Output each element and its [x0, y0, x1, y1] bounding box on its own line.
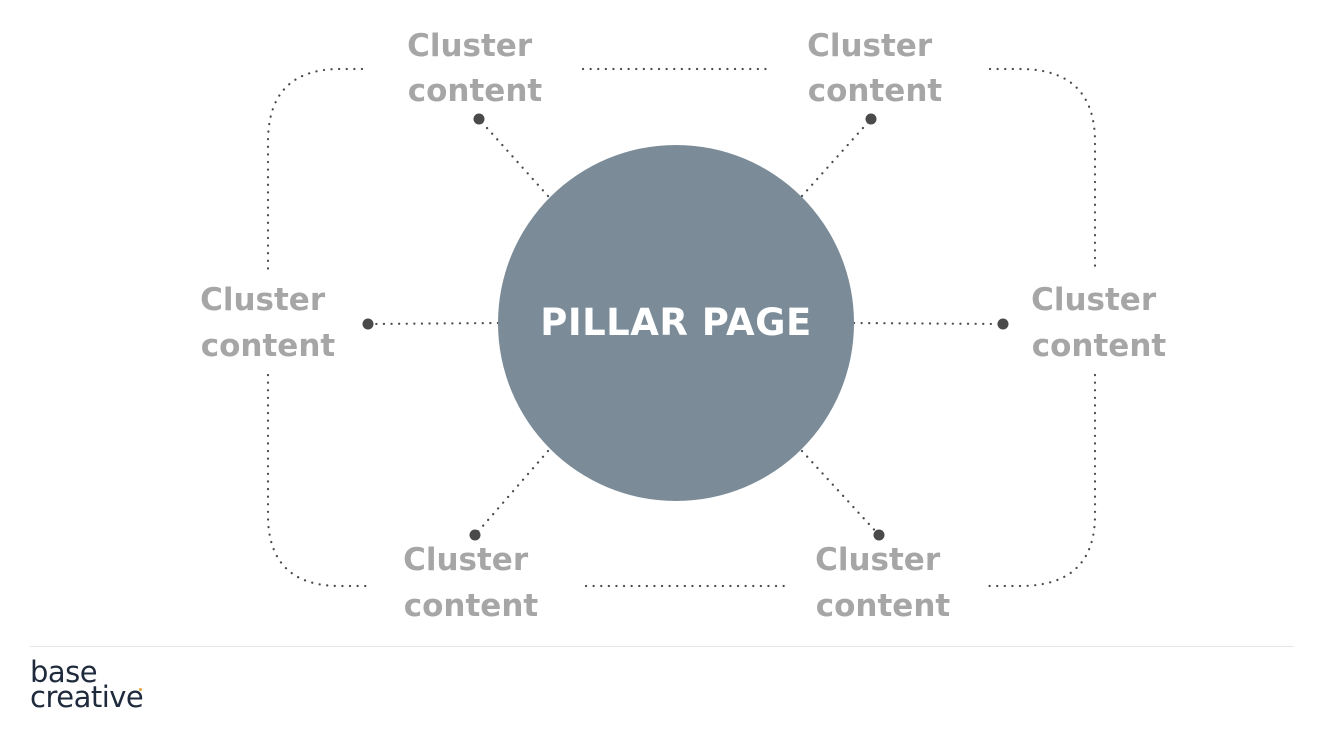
- cluster-label-top-right: Cluster content: [807, 28, 943, 109]
- spoke-bottom-left: [473, 449, 550, 537]
- cluster-label-top-left: Cluster content: [407, 28, 543, 109]
- spoke-right: [852, 321, 1005, 326]
- cluster-label-line2: content: [201, 328, 336, 364]
- cluster-label-line2: content: [408, 73, 543, 109]
- cluster-label-line1: Cluster: [407, 28, 533, 64]
- endpoint-dot-top-left: [473, 113, 485, 125]
- frame-top-left-corner: [266, 67, 364, 274]
- cluster-label-line2: content: [404, 588, 539, 624]
- frame-top-right-corner: [988, 67, 1097, 274]
- spoke-top-right: [800, 117, 873, 198]
- brand-logo: base creative: [30, 655, 144, 714]
- pillar-page-circle: [498, 145, 854, 501]
- cluster-label-line2: content: [808, 73, 943, 109]
- cluster-label-right: Cluster content: [1031, 282, 1167, 364]
- footer-divider: [30, 646, 1294, 647]
- spoke-left: [366, 321, 500, 326]
- cluster-label-line2: content: [816, 588, 951, 624]
- cluster-label-left: Cluster content: [200, 282, 336, 364]
- cluster-label-line1: Cluster: [200, 282, 326, 318]
- endpoint-dot-right: [997, 318, 1009, 330]
- brand-logo-line2: creative: [30, 680, 144, 714]
- pillar-page-label: PILLAR PAGE: [540, 301, 812, 344]
- spoke-bottom-right: [800, 449, 881, 537]
- cluster-label-bottom-left: Cluster content: [403, 542, 539, 624]
- frame-bottom-left-corner: [266, 373, 368, 588]
- frame-bottom-right-corner: [982, 373, 1097, 588]
- cluster-label-bottom-right: Cluster content: [815, 542, 951, 624]
- cluster-label-line2: content: [1032, 328, 1167, 364]
- endpoint-dot-left: [362, 318, 374, 330]
- endpoint-dot-top-right: [865, 113, 877, 125]
- spoke-top-left: [477, 117, 550, 198]
- cluster-label-line1: Cluster: [403, 542, 529, 578]
- brand-accent-dot: [139, 688, 142, 691]
- endpoint-dot-bottom-left: [469, 529, 481, 541]
- cluster-label-line1: Cluster: [815, 542, 941, 578]
- cluster-label-line1: Cluster: [807, 28, 933, 64]
- endpoint-dot-bottom-right: [873, 529, 885, 541]
- brand-logo-line1: base: [30, 655, 98, 689]
- cluster-label-line1: Cluster: [1031, 282, 1157, 318]
